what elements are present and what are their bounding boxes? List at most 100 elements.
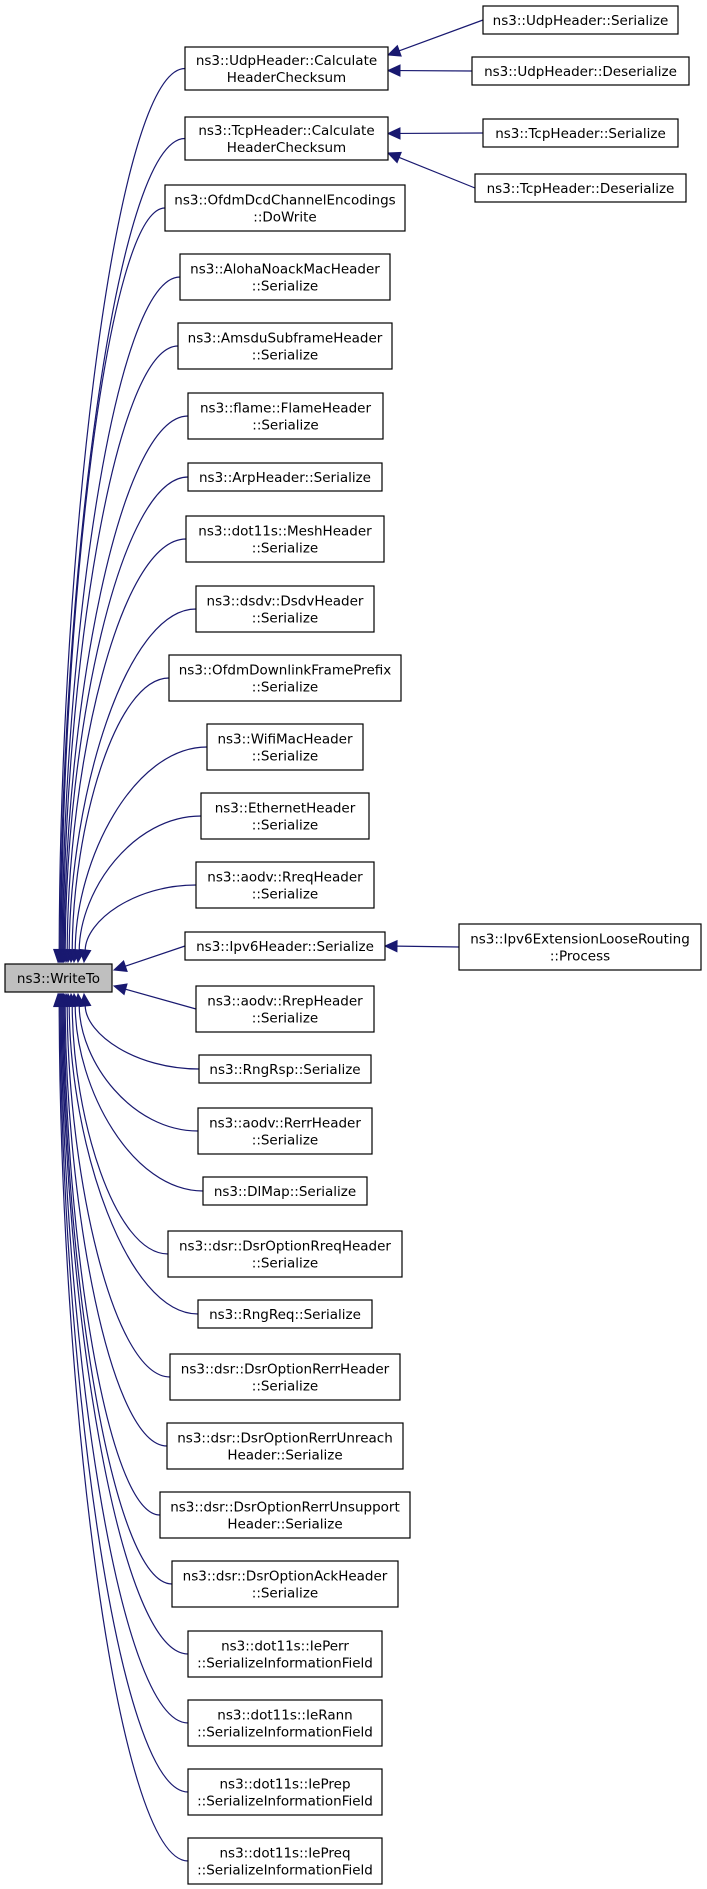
node-label: ns3::dsr::DsrOptionAckHeader [183, 1569, 388, 1585]
node-box [482, 5, 679, 35]
node-mesh[interactable]: ns3::dot11s::MeshHeader::Serialize [185, 515, 385, 563]
edge-line [62, 345, 179, 951]
node-label: ::DoWrite [253, 210, 316, 226]
node-label: ::Serialize [252, 887, 318, 903]
node-box [164, 184, 406, 232]
arrowhead [386, 44, 402, 57]
edge-tcp-deserialize-to-tcp-checksum [386, 151, 476, 189]
node-label: ns3::dsr::DsrOptionRerrHeader [181, 1362, 390, 1378]
node-label: ns3::UdpHeader::Deserialize [484, 64, 677, 80]
edge-ieprep-to-writeto [53, 992, 189, 1793]
edge-line [64, 476, 189, 951]
node-rrep[interactable]: ns3::aodv::RrepHeader::Serialize [195, 985, 375, 1033]
node-label: ns3::dot11s::IeRann [217, 1708, 352, 1724]
edge-udp-deserialize-to-udp-checksum [386, 64, 473, 77]
node-ierann[interactable]: ns3::dot11s::IeRann::SerializeInformatio… [187, 1699, 383, 1747]
node-label: ns3::Ipv6Header::Serialize [196, 939, 374, 955]
node-dsdv[interactable]: ns3::dsdv::DsdvHeader::Serialize [195, 585, 375, 633]
node-box [187, 462, 383, 492]
node-label: ns3::dot11s::IePerr [221, 1639, 349, 1655]
node-label: ns3::UdpHeader::Calculate [196, 53, 377, 69]
node-label: ns3::Ipv6ExtensionLooseRouting [470, 932, 690, 948]
node-ofdm-downlink[interactable]: ns3::OfdmDownlinkFramePrefix::Serialize [168, 654, 402, 702]
node-arp[interactable]: ns3::ArpHeader::Serialize [187, 462, 383, 492]
edge-rerr-to-writeto [72, 992, 199, 1132]
node-label: ::Serialize [252, 541, 318, 557]
node-box [197, 1107, 373, 1155]
node-dsr-ack[interactable]: ns3::dsr::DsrOptionAckHeader::Serialize [171, 1560, 399, 1608]
node-rerr[interactable]: ns3::aodv::RerrHeader::Serialize [197, 1107, 373, 1155]
node-tcp-deserialize[interactable]: ns3::TcpHeader::Deserialize [474, 173, 687, 203]
node-ieperr[interactable]: ns3::dot11s::IePerr::SerializeInformatio… [187, 1630, 383, 1678]
edge-udp-serialize-to-udp-checksum [386, 19, 484, 57]
edge-line [84, 884, 197, 951]
node-label: ::Serialize [252, 749, 318, 765]
node-box [471, 56, 690, 86]
node-label: ns3::OfdmDcdChannelEncodings [174, 193, 395, 209]
edge-line [125, 945, 186, 967]
node-aloha[interactable]: ns3::AlohaNoackMacHeader::Serialize [179, 253, 391, 301]
edge-line [74, 746, 208, 951]
node-udp-serialize[interactable]: ns3::UdpHeader::Serialize [482, 5, 679, 35]
edge-tcp-serialize-to-tcp-checksum [386, 127, 484, 140]
edge-line [62, 1005, 173, 1585]
node-label: ns3::TcpHeader::Calculate [198, 123, 374, 139]
node-dsr-unsupport[interactable]: ns3::dsr::DsrOptionRerrUnsupportHeader::… [159, 1491, 411, 1539]
node-label: ns3::RngReq::Serialize [209, 1307, 361, 1323]
edge-line [68, 1005, 199, 1315]
node-label: ns3::UdpHeader::Serialize [493, 13, 669, 29]
node-ipv6[interactable]: ns3::Ipv6Header::Serialize [184, 931, 386, 961]
edge-line [68, 608, 197, 951]
node-ipv6-loose[interactable]: ns3::Ipv6ExtensionLooseRouting::Process [458, 923, 702, 971]
arrowhead [386, 151, 402, 164]
node-iepreq[interactable]: ns3::dot11s::IePreq::SerializeInformatio… [187, 1837, 383, 1885]
node-ethernet[interactable]: ns3::EthernetHeader::Serialize [200, 792, 370, 840]
edge-line [63, 1005, 161, 1516]
node-box [177, 322, 393, 370]
node-udp-deserialize[interactable]: ns3::UdpHeader::Deserialize [471, 56, 690, 86]
arrowhead [383, 939, 398, 953]
node-box [184, 931, 386, 961]
node-wifimac[interactable]: ns3::WifiMacHeader::Serialize [206, 723, 364, 771]
node-dsr-rerr[interactable]: ns3::dsr::DsrOptionRerrHeader::Serialize [169, 1353, 401, 1401]
node-label: ns3::dsr::DsrOptionRerrUnreach [177, 1431, 393, 1447]
arrowhead [52, 992, 66, 1008]
node-label: ns3::dsr::DsrOptionRreqHeader [179, 1239, 391, 1255]
node-label: ::Serialize [252, 611, 318, 627]
node-rngrsp[interactable]: ns3::RngRsp::Serialize [198, 1054, 372, 1084]
node-dsr-rreq[interactable]: ns3::dsr::DsrOptionRreqHeader::Serialize [167, 1230, 403, 1278]
node-amsdu[interactable]: ns3::AmsduSubframeHeader::Serialize [177, 322, 393, 370]
node-label: ns3::AmsduSubframeHeader [188, 331, 383, 347]
node-label: ::Serialize [252, 1133, 318, 1149]
node-flame[interactable]: ns3::flame::FlameHeader::Serialize [187, 392, 384, 440]
node-label: ns3::WifiMacHeader [217, 732, 353, 748]
edge-dlmap-to-writeto [68, 992, 204, 1192]
edge-line [78, 815, 202, 951]
edge-line [74, 1005, 204, 1192]
edge-tcp-checksum-to-writeto [53, 137, 186, 964]
node-box [4, 963, 113, 993]
edge-line [71, 1005, 169, 1255]
node-writeto[interactable]: ns3::WriteTo [4, 963, 113, 993]
node-tcp-serialize[interactable]: ns3::TcpHeader::Serialize [482, 118, 679, 148]
edge-line [78, 1005, 199, 1132]
node-box [195, 585, 375, 633]
node-box [197, 1299, 373, 1329]
edge-line [396, 945, 460, 948]
edge-line [71, 677, 170, 951]
edge-amsdu-to-writeto [56, 345, 179, 964]
node-label: ns3::dot11s::IePreq [219, 1846, 350, 1862]
node-label: ::Serialize [252, 279, 318, 295]
node-dlmap[interactable]: ns3::DlMap::Serialize [202, 1176, 368, 1206]
node-ieprep[interactable]: ns3::dot11s::IePrep::SerializeInformatio… [187, 1768, 383, 1816]
node-box [185, 515, 385, 563]
node-ofdm-dcd[interactable]: ns3::OfdmDcdChannelEncodings::DoWrite [164, 184, 406, 232]
node-dsr-unreach[interactable]: ns3::dsr::DsrOptionRerrUnreachHeader::Se… [166, 1422, 404, 1470]
edge-line [66, 1005, 171, 1378]
node-rngreq[interactable]: ns3::RngReq::Serialize [197, 1299, 373, 1329]
node-label: ns3::dot11s::IePrep [219, 1777, 350, 1793]
node-rreq[interactable]: ns3::aodv::RreqHeader::Serialize [195, 861, 375, 909]
edge-rreq-to-writeto [78, 884, 197, 964]
